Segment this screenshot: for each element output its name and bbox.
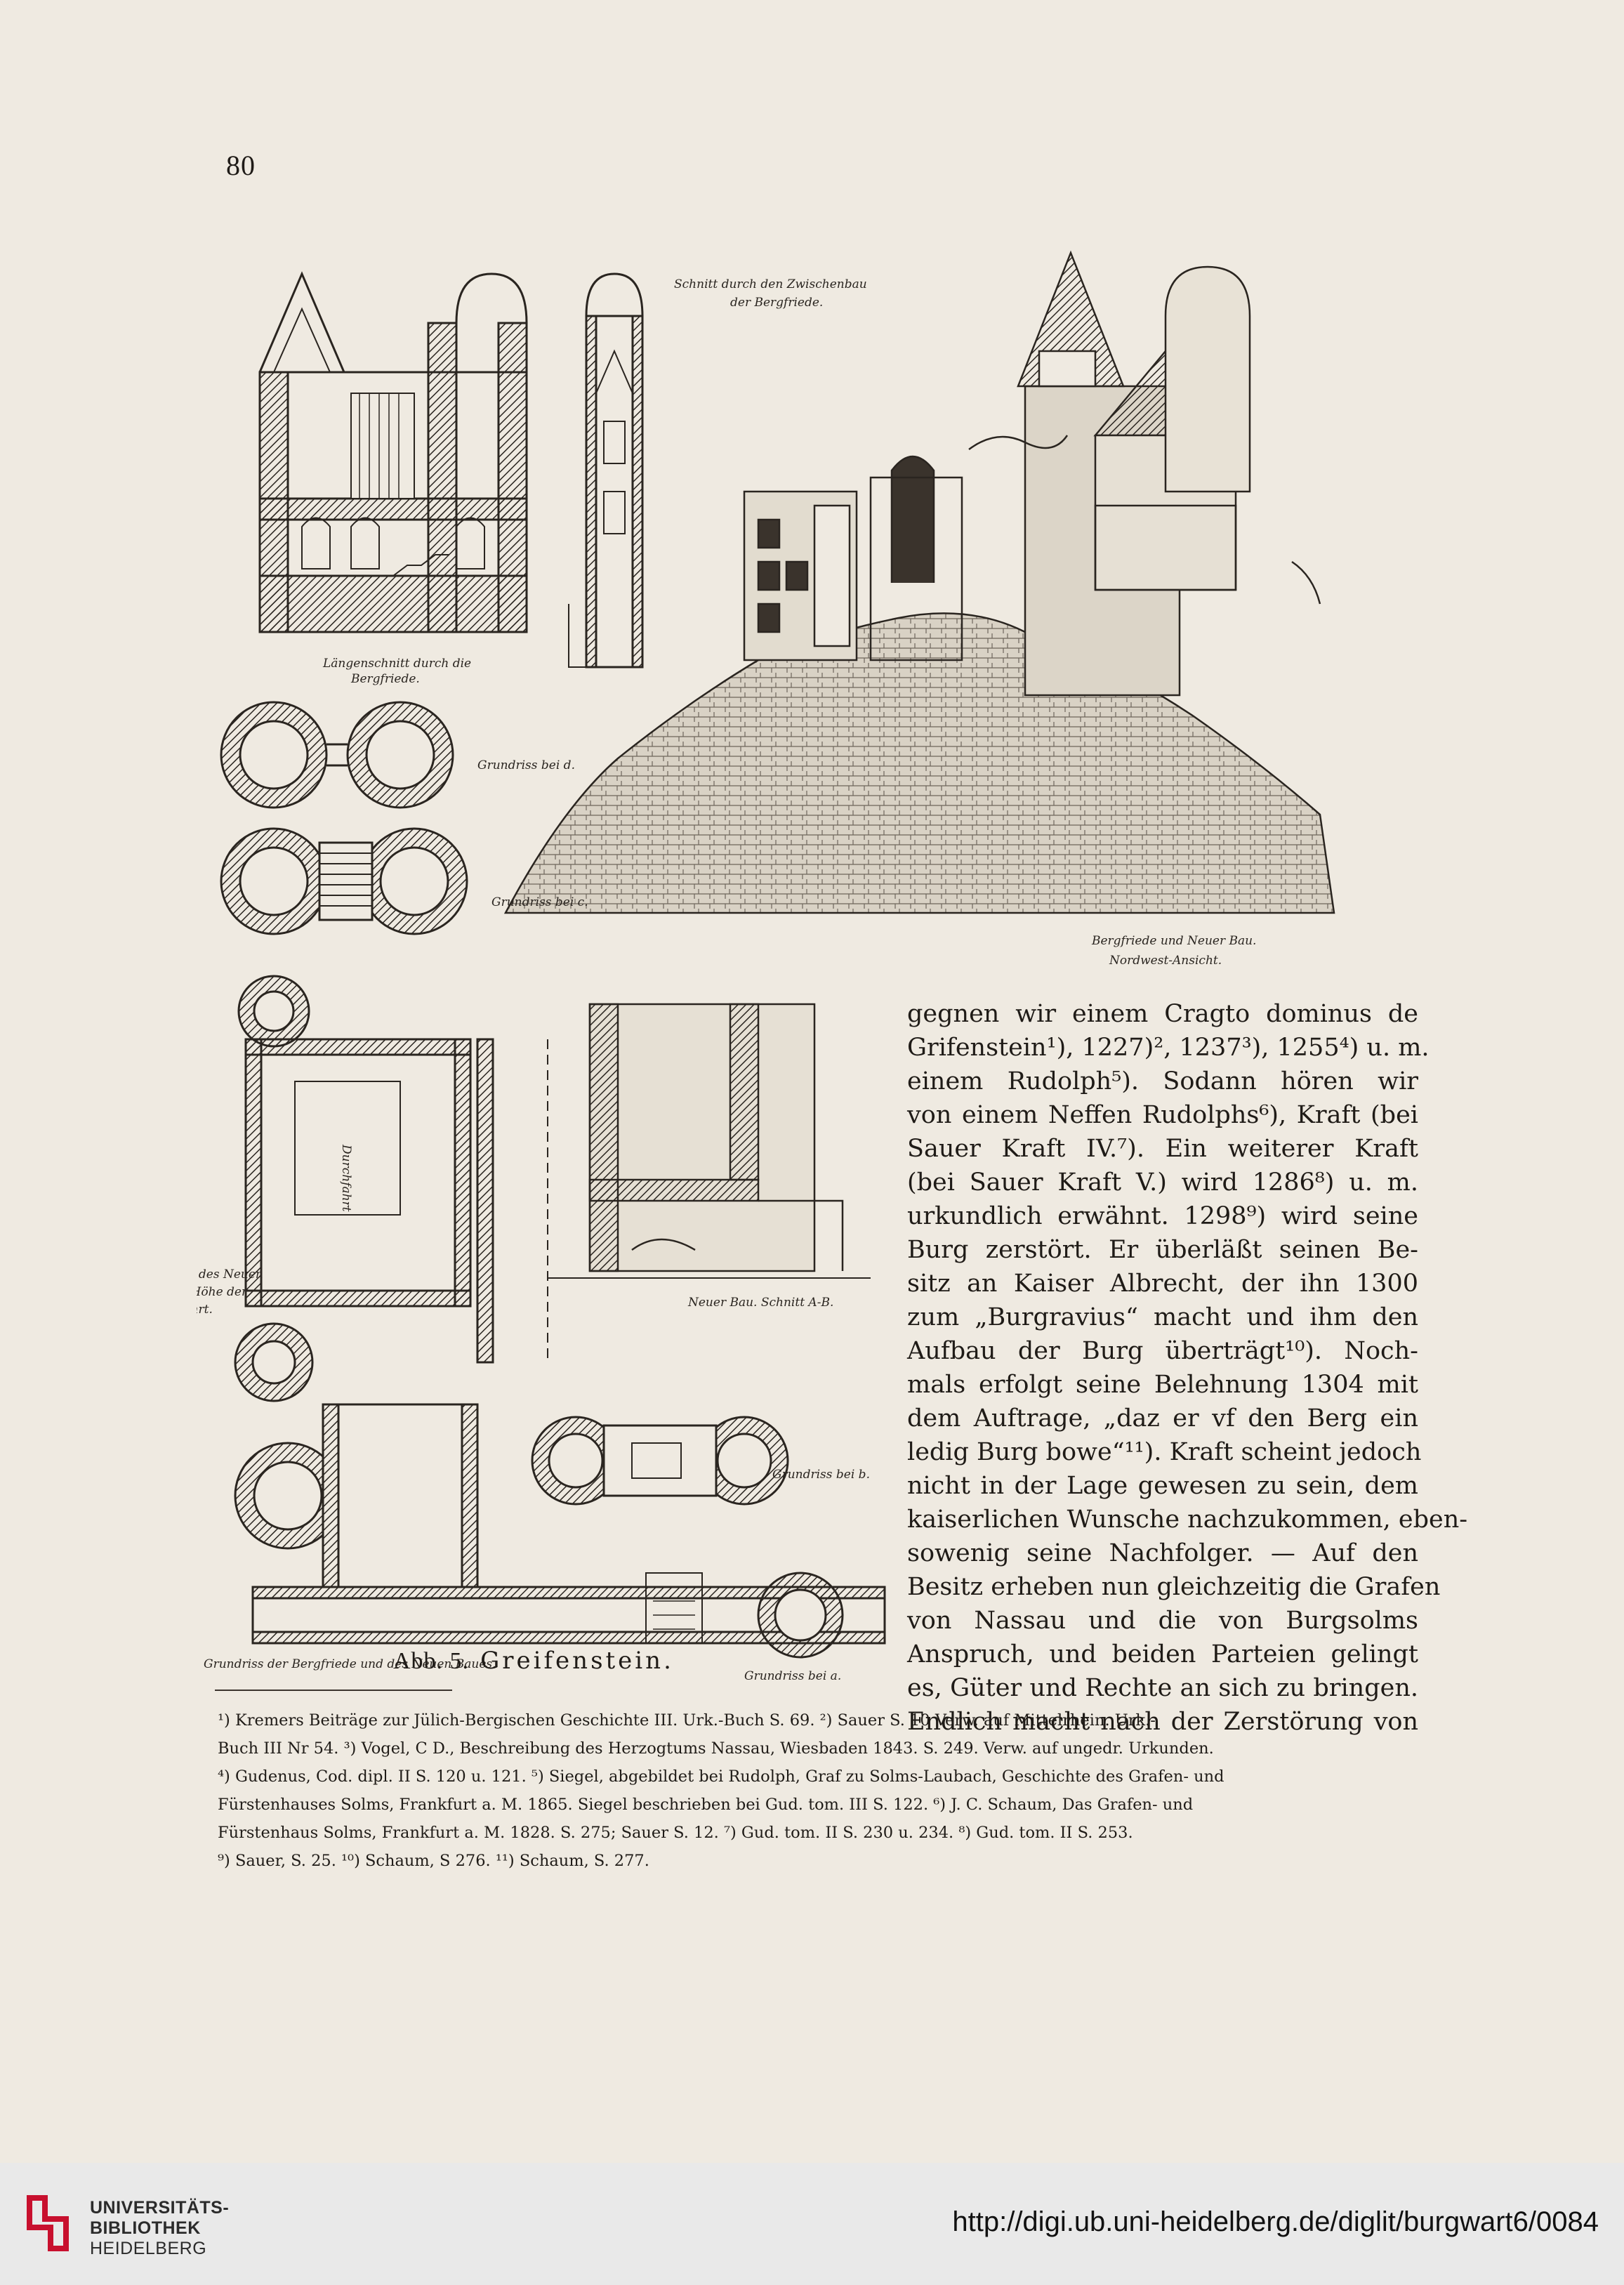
body-line: nicht in der Lage gewesen zu sein, dem	[907, 1472, 1418, 1500]
body-line: einem Rudolph⁵). Sodann hören wir	[907, 1067, 1418, 1095]
plan-d	[220, 701, 454, 809]
viewer-footer: UNIVERSITÄTS- BIBLIOTHEK HEIDELBERG http…	[0, 2163, 1624, 2285]
body-line: Endlich macht nach der Zerstörung von	[907, 1708, 1418, 1736]
label-plan-new-3: Durchfahrt.	[197, 1303, 213, 1317]
label-view: Bergfriede und Neuer Bau.	[1091, 934, 1256, 948]
body-line: Aufbau der Burg überträgt¹⁰). Noch-	[907, 1337, 1418, 1365]
footnote-line: ¹) Kremers Beiträge zur Jülich-Bergische…	[218, 1711, 1156, 1730]
plan-c	[220, 827, 468, 935]
label-section-between: Schnitt durch den Zwischenbau	[674, 277, 867, 291]
new-building-section	[548, 1003, 871, 1279]
body-line: dem Auftrage, „daz er vf den Berg ein	[907, 1404, 1418, 1433]
body-line: von einem Neffen Rudolphs⁶), Kraft (bei	[907, 1101, 1418, 1129]
figure-number: Abb. 5.	[393, 1648, 470, 1674]
body-line: von Nassau und die von Burgsolms	[907, 1607, 1418, 1635]
body-line: mals erfolgt seine Belehnung 1304 mit	[907, 1371, 1418, 1399]
label-view-2: Nordwest-Ansicht.	[1109, 954, 1222, 968]
label-plan-d: Grundriss bei d.	[477, 758, 575, 772]
body-line: Grifenstein¹), 1227)², 1237³), 1255⁴) u.…	[907, 1034, 1430, 1062]
footnote-line: Fürstenhaus Solms, Frankfurt a. M. 1828.…	[218, 1824, 1133, 1842]
library-name-line2: BIBLIOTHEK	[90, 2218, 201, 2238]
label-plan-ground: Grundriss der Bergfriede und des Neuen B…	[204, 1657, 496, 1671]
footnote-line: Fürstenhauses Solms, Frankfurt a. M. 186…	[218, 1796, 1194, 1814]
label-plan-new-2: Baues in Höhe der	[197, 1285, 248, 1299]
body-line: urkundlich erwähnt. 1298⁹) wird seine	[907, 1202, 1418, 1230]
body-line: Besitz erheben nun gleichzeitig die Graf…	[907, 1573, 1441, 1601]
body-text: gegnen wir einem Cragto dominus de Grife…	[907, 997, 1468, 1739]
northwest-view	[503, 250, 1335, 914]
body-line: zum „Burgravius“ macht und ihm den	[907, 1303, 1418, 1331]
label-plan-a: Grundriss bei a.	[744, 1669, 841, 1683]
plan-ground	[234, 1322, 886, 1659]
label-passage: Durchfahrt	[339, 1144, 353, 1212]
plan-new-building	[237, 975, 548, 1364]
footnote-rule	[215, 1690, 452, 1691]
figure-title: Greifenstein.	[480, 1647, 674, 1675]
label-section-long-2: Bergfriede.	[350, 672, 420, 686]
plan-b	[531, 1416, 789, 1506]
label-section-between-2: der Bergfriede.	[730, 296, 823, 310]
body-line: Burg zerstört. Er überläßt seinen Be-	[907, 1236, 1418, 1264]
body-line: sowenig seine Nachfolger. — Auf den	[907, 1539, 1418, 1567]
label-plan-c: Grundriss bei c.	[491, 895, 588, 909]
library-logo-icon[interactable]	[20, 2188, 76, 2258]
scanned-page: 80	[197, 150, 1468, 1875]
body-line: ledig Burg bowe“¹¹). Kraft scheint jedoc…	[907, 1438, 1422, 1466]
page-number: 80	[226, 150, 256, 181]
greifenstein-drawings: Längenschnitt durch die Bergfriede. Schn…	[197, 250, 1335, 1683]
permalink-url[interactable]: http://digi.ub.uni-heidelberg.de/diglit/…	[952, 2206, 1599, 2237]
intermediate-section	[568, 272, 644, 669]
library-name[interactable]: UNIVERSITÄTS- BIBLIOTHEK HEIDELBERG	[90, 2198, 229, 2259]
footnote-line: Buch III Nr 54. ³) Vogel, C D., Beschrei…	[218, 1739, 1214, 1758]
body-line: sitz an Kaiser Albrecht, der ihn 1300	[907, 1270, 1418, 1298]
body-line: (bei Sauer Kraft V.) wird 1286⁸) u. m.	[907, 1168, 1418, 1197]
footnote-line: ⁹) Sauer, S. 25. ¹⁰) Schaum, S 276. ¹¹) …	[218, 1852, 649, 1870]
footnotes: ¹) Kremers Beiträge zur Jülich-Bergische…	[218, 1706, 1417, 1875]
label-plan-b: Grundriss bei b.	[772, 1468, 870, 1482]
body-line: es, Güter und Rechte an sich zu bringen.	[907, 1674, 1418, 1702]
longitudinal-section	[258, 271, 528, 633]
label-new-section: Neuer Bau. Schnitt A-B.	[687, 1296, 833, 1310]
body-line: Sauer Kraft IV.⁷). Ein weiterer Kraft	[907, 1135, 1418, 1163]
footnote-line: ⁴) Gudenus, Cod. dipl. II S. 120 u. 121.…	[218, 1767, 1224, 1786]
body-line: gegnen wir einem Cragto dominus de	[907, 1000, 1418, 1028]
figure-caption: Abb. 5. Greifenstein.	[393, 1647, 674, 1675]
body-line: Anspruch, und beiden Parteien gelingt	[907, 1640, 1418, 1668]
library-name-line1: UNIVERSITÄTS-	[90, 2198, 230, 2218]
library-name-line3: HEIDELBERG	[90, 2239, 207, 2258]
figure-plate: Längenschnitt durch die Bergfriede. Schn…	[197, 211, 1446, 1699]
body-line: kaiserlichen Wunsche nachzukommen, eben-	[907, 1506, 1468, 1534]
label-section-long: Längenschnitt durch die	[322, 657, 471, 671]
label-plan-new: Grundriss des Neuen	[197, 1267, 263, 1282]
